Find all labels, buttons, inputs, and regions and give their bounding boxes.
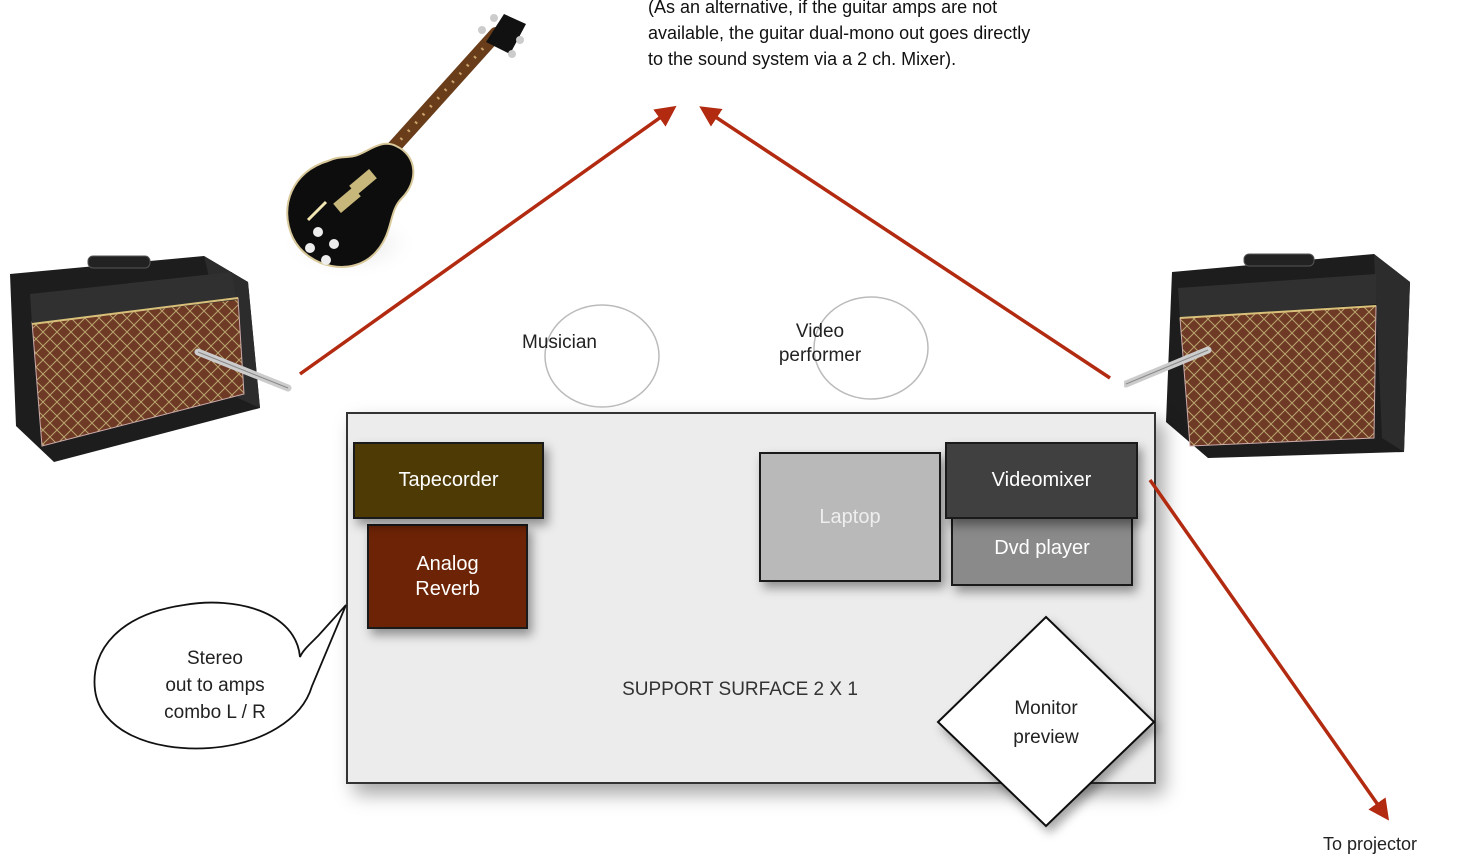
videomixer-label: Videomixer	[991, 469, 1092, 491]
guitar-icon	[280, 14, 526, 280]
musician-circle	[544, 304, 660, 408]
video-performer-line-1: Video	[795, 321, 845, 342]
laptop-label: Laptop	[819, 505, 881, 528]
tapecorder-box: Tapecorder	[353, 442, 544, 519]
to-projector-label: To projector	[1323, 834, 1418, 854]
video-performer-label: Video performer	[750, 320, 890, 368]
tapecorder-label: Tapecorder	[398, 469, 499, 491]
reverb-label-line-2: Reverb	[415, 577, 480, 600]
guitar-amp-left-icon	[10, 255, 292, 462]
dvd-player-label: Dvd player	[994, 537, 1090, 559]
reverb-label-line-1: Analog	[416, 552, 479, 575]
callout-line-3: combo L / R	[164, 702, 266, 723]
note-line-1: (As an alternative, if the guitar amps a…	[648, 0, 998, 17]
monitor-preview-text: Monitor preview	[986, 694, 1106, 752]
arrow-left-amp-to-sound	[298, 105, 677, 376]
callout-line-2: out to amps	[165, 675, 265, 696]
videomixer-box: Videomixer	[945, 442, 1138, 519]
note-line-2: available, the guitar dual-mono out goes…	[648, 23, 1031, 43]
alternative-note: (As an alternative, if the guitar amps a…	[648, 0, 1168, 72]
dvd-player-box: Dvd player	[951, 511, 1133, 586]
note-line-3: to the sound system via a 2 ch. Mixer).	[648, 49, 957, 69]
video-performer-circle	[813, 296, 929, 400]
arrow-right-amp-to-sound	[699, 106, 1111, 380]
guitar-amp-right-icon	[1124, 253, 1410, 458]
support-surface-label: SUPPORT SURFACE 2 X 1	[622, 679, 858, 700]
stereo-callout-text: Stereo out to amps combo L / R	[135, 645, 295, 726]
callout-line-1: Stereo	[187, 648, 243, 669]
video-performer-line-2: performer	[778, 345, 862, 366]
monitor-line-1: Monitor	[1014, 698, 1078, 719]
monitor-preview-diamond	[936, 615, 1156, 828]
stereo-callout-bubble	[93, 601, 347, 750]
musician-label: Musician	[522, 332, 597, 353]
monitor-line-2: preview	[1013, 727, 1079, 748]
analog-reverb-box: Analog Reverb	[367, 524, 528, 629]
laptop-box: Laptop	[759, 452, 941, 582]
arrow-videomixer-to-projector	[1148, 478, 1390, 821]
